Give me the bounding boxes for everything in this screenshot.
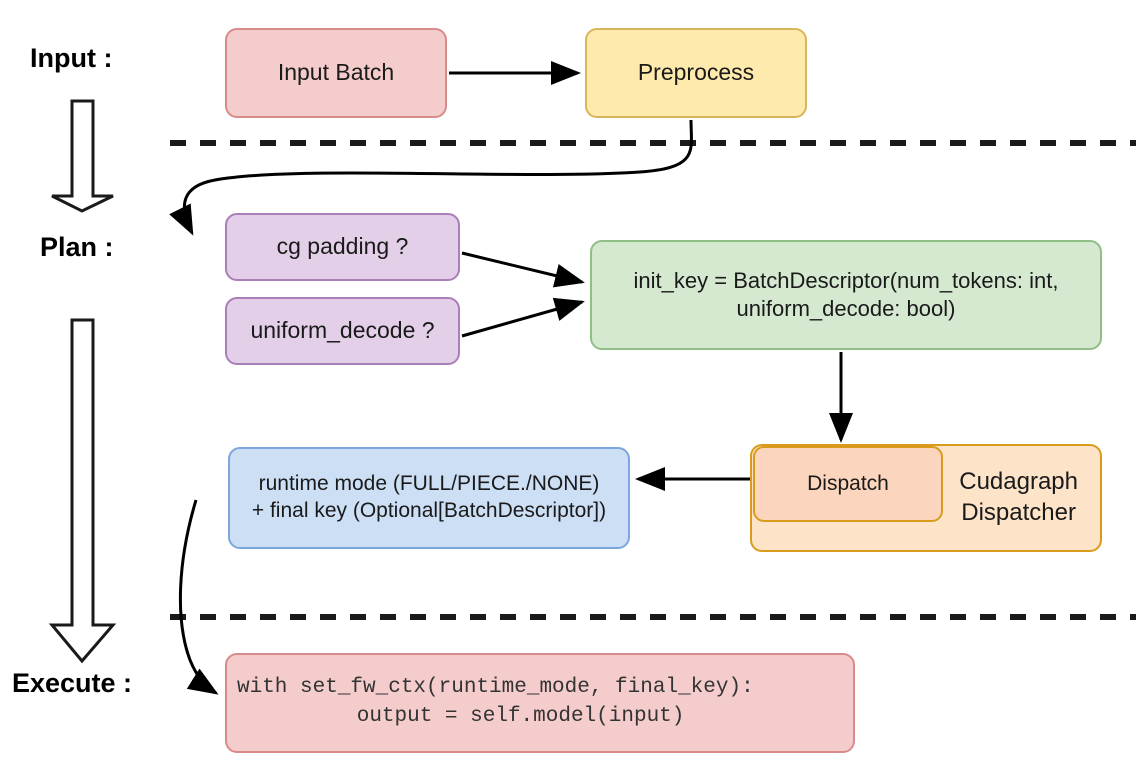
node-dispatch[interactable]: Dispatch [753,446,943,522]
node-uniform-decode[interactable]: uniform_decode ? [225,297,460,365]
arrow-uniform-decode-to-init-key [461,297,585,338]
node-input-batch-label: Input Batch [277,59,395,86]
node-uniform-decode-label: uniform_decode ? [250,317,435,344]
node-execute-code-line1: with set_fw_ctx(runtime_mode, final_key)… [237,676,754,700]
node-runtime-mode-text: runtime mode (FULL/PIECE./NONE) + final … [252,471,606,525]
node-preprocess-label: Preprocess [637,59,755,86]
node-preprocess[interactable]: Preprocess [585,28,807,118]
node-init-key-line1: init_key = BatchDescriptor(num_tokens: i… [633,267,1059,293]
node-execute-code[interactable]: with set_fw_ctx(runtime_mode, final_key)… [225,653,855,753]
node-input-batch[interactable]: Input Batch [225,28,447,118]
node-init-key[interactable]: init_key = BatchDescriptor(num_tokens: i… [590,240,1102,350]
stage-arrow-plan-to-execute [48,318,117,664]
stage-label-execute: Execute : [12,668,133,698]
node-runtime-mode-line1: runtime mode (FULL/PIECE./NONE) [258,472,600,496]
node-init-key-text: init_key = BatchDescriptor(num_tokens: i… [634,267,1059,323]
stage-label-input: Input : [30,43,113,73]
node-execute-code-text: with set_fw_ctx(runtime_mode, final_key)… [237,674,754,732]
node-cudagraph-dispatcher-text: Cudagraph Dispatcher [959,467,1078,528]
stage-label-plan: Plan : [40,232,114,262]
node-execute-code-line2: output = self.model(input) [306,705,685,728]
stage-arrow-input-to-plan [51,99,114,213]
arrow-runtime-mode-to-execute-code [178,499,219,695]
node-init-key-line2: uniform_decode: bool) [736,296,956,321]
node-dispatch-label: Dispatch [807,471,889,495]
node-cudagraph-dispatcher-line1: Cudagraph [959,468,1078,496]
node-runtime-mode-line2: + final key (Optional[BatchDescriptor]) [251,499,607,522]
node-cg-padding[interactable]: cg padding ? [225,213,460,281]
node-cg-padding-label: cg padding ? [276,233,409,260]
node-runtime-mode[interactable]: runtime mode (FULL/PIECE./NONE) + final … [228,447,630,549]
node-cudagraph-dispatcher-line2: Dispatcher [961,499,1076,526]
arrow-cg-padding-to-init-key [461,251,585,288]
